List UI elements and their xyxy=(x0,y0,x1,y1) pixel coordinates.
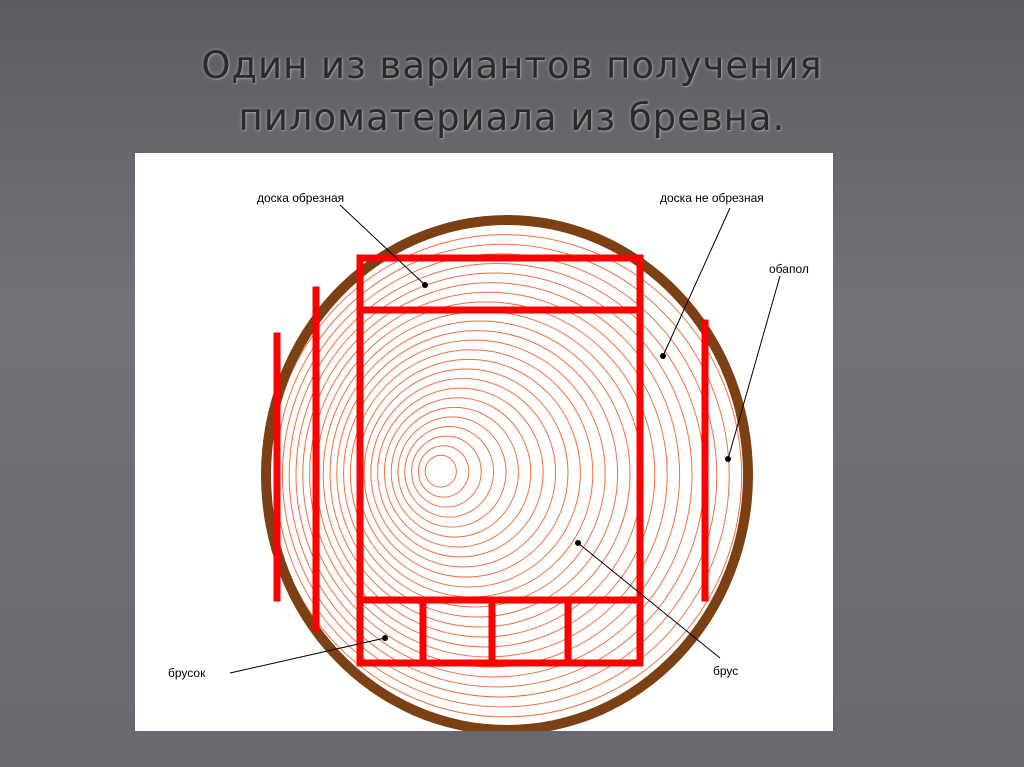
growth-ring xyxy=(281,253,718,698)
growth-ring xyxy=(343,339,606,608)
slide-title: Один из вариантов получения пиломатериал… xyxy=(0,40,1024,144)
growth-ring xyxy=(295,272,693,678)
pointer-unedged-board xyxy=(662,207,731,357)
growth-ring xyxy=(370,378,557,568)
cut-lines xyxy=(273,254,709,667)
growth-ring xyxy=(404,426,495,518)
growth-ring xyxy=(363,368,569,578)
label-slab: обапол xyxy=(769,262,809,276)
pointer-bar xyxy=(229,637,386,674)
dot-edged-board xyxy=(422,282,428,288)
log-cross-section-diagram: доска обрезная доска не обрезная обапол … xyxy=(168,191,809,731)
growth-ring xyxy=(329,320,631,628)
growth-ring xyxy=(271,234,743,718)
dot-beam xyxy=(575,540,581,546)
growth-ring xyxy=(411,435,482,508)
growth-ring xyxy=(336,330,619,618)
label-unedged-board: доска не обрезная xyxy=(660,191,764,205)
dot-slab xyxy=(725,456,731,462)
growth-ring xyxy=(417,445,470,498)
growth-ring xyxy=(302,282,681,668)
growth-ring xyxy=(383,397,532,548)
title-line-2: пиломатериала из бревна. xyxy=(238,96,786,139)
dot-unedged-board xyxy=(660,353,666,359)
growth-ring xyxy=(377,387,544,558)
dot-bar xyxy=(382,635,388,641)
growth-ring xyxy=(390,406,519,538)
pointer-lines xyxy=(229,204,781,674)
pointer-edged-board xyxy=(339,204,426,286)
label-bar: брусок xyxy=(168,666,206,680)
growth-ring xyxy=(309,291,668,658)
label-edged-board: доска обрезная xyxy=(257,191,344,205)
title-line-1: Один из вариантов получения xyxy=(201,44,823,87)
pointer-dots xyxy=(382,282,731,641)
pointer-beam xyxy=(577,542,721,659)
diagram-panel: доска обрезная доска не обрезная обапол … xyxy=(135,153,833,731)
growth-ring xyxy=(424,454,457,488)
growth-ring xyxy=(397,416,507,528)
pointer-slab xyxy=(727,275,781,460)
label-beam: брус xyxy=(713,664,738,678)
